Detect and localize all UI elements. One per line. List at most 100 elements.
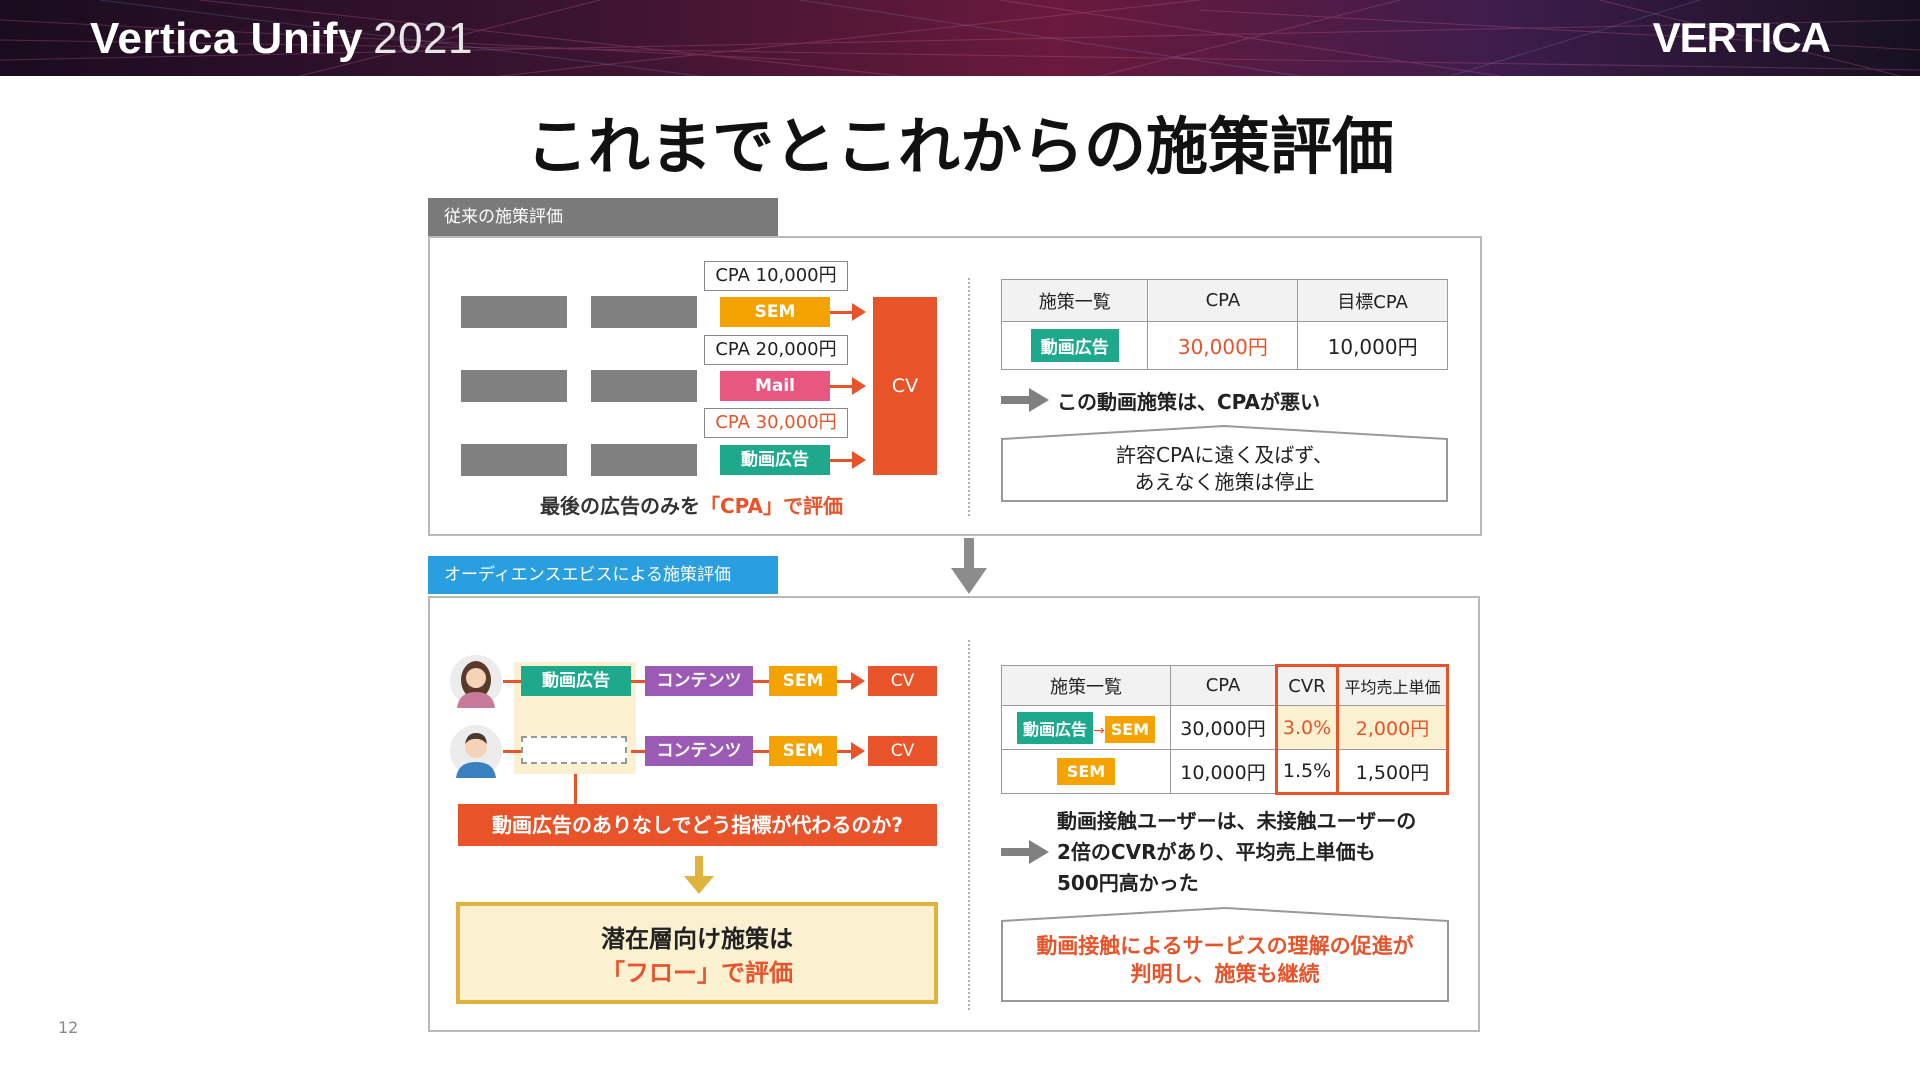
section1-tab: 従来の施策評価 [428, 198, 778, 236]
banner-pattern [0, 0, 1920, 76]
table-channel-chip: 動画広告 [1016, 711, 1093, 744]
table-header: 施策一覧 [1000, 279, 1149, 322]
path1-cv: CV [868, 666, 937, 696]
arrow-head-icon [852, 451, 866, 469]
outcome-line: 動画接触によるサービスの理解の促進が [1036, 934, 1414, 958]
channel-chip-video-ad: 動画広告 [720, 445, 830, 475]
touchpoint-box [461, 370, 567, 402]
note-line: 許容CPAに遠く及ばず、 [1115, 443, 1334, 467]
cv-block: CV [873, 297, 937, 475]
table-cell-cpa: 10,000円 [1170, 749, 1277, 794]
arrow-line [837, 680, 853, 683]
table-header: 目標CPA [1297, 279, 1448, 322]
touchpoint-box [461, 296, 567, 328]
path1-step-video-ad: 動画広告 [521, 666, 631, 696]
arrow-head-icon [851, 742, 865, 760]
table-header: CVR [1275, 664, 1339, 706]
table-cell-price: 2,000円 [1337, 705, 1449, 750]
arrow-head-icon [851, 672, 865, 690]
outcome-line: 判明し、施策も継続 [1130, 962, 1320, 986]
bracket-top [1001, 424, 1448, 440]
divider [968, 640, 970, 1010]
section1-note: 許容CPAに遠く及ばず、 あえなく施策は停止 [1001, 424, 1448, 502]
table-cell-cpa: 30,000円 [1147, 321, 1299, 370]
caption-prefix: 最後の広告のみを [540, 494, 700, 518]
evaluation-caption: 最後の広告のみを「CPA」で評価 [540, 490, 843, 519]
section2-table: 施策一覧 CPA CVR 平均売上単価 動画広告→SEM 30,000円 3.0… [1001, 664, 1449, 795]
table-cell-channels: SEM [1001, 749, 1171, 794]
table-cell-target: 10,000円 [1297, 321, 1448, 370]
path-connector [631, 680, 645, 683]
bracket-top [1001, 906, 1449, 922]
slide-title: これまでとこれからの施策評価 [525, 110, 1394, 183]
down-arrow-icon [951, 538, 987, 594]
event-name: Vertica Unify [90, 14, 364, 63]
gray-arrow-icon [1001, 388, 1051, 412]
table-header: CPA [1147, 279, 1299, 322]
table-cell-channels: 動画広告→SEM [1001, 705, 1171, 750]
arrow-line [830, 311, 854, 314]
down-arrow-icon [684, 856, 714, 894]
event-year: 2021 [373, 14, 473, 63]
missing-video-ad-slot [521, 736, 627, 764]
cpa-label: CPA 20,000円 [704, 335, 848, 365]
arrow-icon: → [1092, 722, 1105, 739]
path-connector [631, 750, 645, 753]
finding-line: 2倍のCVRがあり、平均売上単価も [1057, 840, 1376, 864]
note-line: あえなく施策は停止 [1134, 470, 1315, 494]
cpa-label: CPA 30,000円 [704, 408, 848, 438]
table-cell-cvr: 1.5% [1275, 749, 1339, 795]
touchpoint-box [461, 444, 567, 476]
path2-step-content: コンテンツ [645, 736, 753, 766]
section2-outcome: 動画接触によるサービスの理解の促進が 判明し、施策も継続 [1001, 906, 1449, 1002]
arrow-line [837, 750, 853, 753]
arrow-head-icon [852, 377, 866, 395]
touchpoint-box [591, 296, 697, 328]
gray-arrow-icon [1001, 840, 1051, 864]
table-header: 平均売上単価 [1337, 664, 1449, 706]
section2-tab: オーディエンスエビスによる施策評価 [428, 556, 778, 594]
arrow-head-icon [852, 303, 866, 321]
table-row: 動画広告→SEM 30,000円 3.0% 2,000円 [1001, 705, 1449, 750]
result-line-highlight: 「フロー」で評価 [601, 959, 793, 987]
table-header: 施策一覧 [1001, 665, 1171, 706]
cpa-label: CPA 10,000円 [704, 261, 848, 291]
result-line: 潜在層向け施策は [601, 925, 793, 953]
table-row: SEM 10,000円 1.5% 1,500円 [1001, 749, 1449, 795]
path-connector [503, 680, 521, 683]
table-channel-chip: 動画広告 [1030, 329, 1119, 362]
caption-highlight: 「CPA」で評価 [700, 494, 843, 518]
table-cell-price: 1,500円 [1337, 749, 1449, 795]
path1-step-sem: SEM [769, 666, 837, 696]
divider [968, 278, 970, 516]
path2-step-sem: SEM [769, 736, 837, 766]
section2-finding: 動画接触ユーザーは、未接触ユーザーの 2倍のCVRがあり、平均売上単価も 500… [1057, 806, 1416, 899]
touchpoint-box [591, 444, 697, 476]
path-connector [753, 680, 769, 683]
user-male-avatar [449, 724, 503, 778]
table-channel-chip: SEM [1104, 715, 1156, 743]
table-channel-chip: SEM [1056, 758, 1116, 785]
table-row: 動画広告 30,000円 10,000円 [1000, 321, 1448, 370]
result-box: 潜在層向け施策は 「フロー」で評価 [456, 902, 938, 1004]
section1-table: 施策一覧 CPA 目標CPA 動画広告 30,000円 10,000円 [1000, 279, 1448, 370]
path1-step-content: コンテンツ [645, 666, 753, 696]
finding-line: 動画接触ユーザーは、未接触ユーザーの [1057, 809, 1417, 833]
path-connector [503, 750, 521, 753]
arrow-line [830, 459, 854, 462]
channel-chip-sem: SEM [720, 297, 830, 327]
table-header: CPA [1170, 665, 1277, 706]
channel-chip-mail: Mail [720, 371, 830, 401]
touchpoint-box [591, 370, 697, 402]
table-header-row: 施策一覧 CPA 目標CPA [1000, 279, 1448, 322]
section1-conclusion: この動画施策は、CPAが悪い [1057, 390, 1320, 414]
path-connector [753, 750, 769, 753]
path2-cv: CV [868, 736, 937, 766]
table-cell-cpa: 30,000円 [1170, 705, 1277, 750]
question-banner: 動画広告のありなしでどう指標が代わるのか? [458, 804, 937, 846]
user-female-avatar [449, 654, 503, 708]
page-number: 12 [58, 1018, 79, 1037]
finding-line: 500円高かった [1057, 871, 1199, 895]
